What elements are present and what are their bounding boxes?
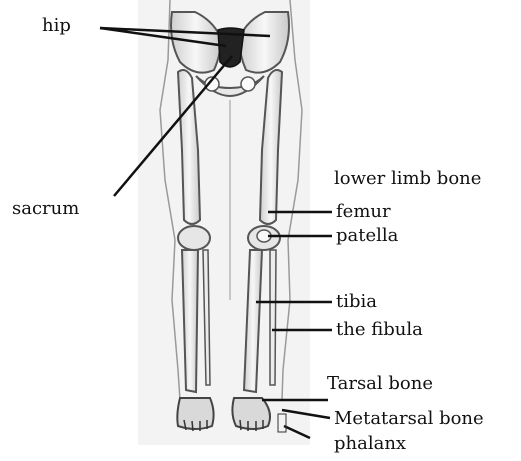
hip-label: hip (42, 17, 71, 35)
right-foot (232, 398, 270, 429)
left-foot (177, 398, 213, 429)
sacrum-label: sacrum (12, 200, 79, 218)
fibula-label: the fibula (336, 321, 423, 339)
right-fibula (270, 250, 276, 385)
femur-label: femur (336, 203, 391, 221)
patella-label: patella (336, 227, 398, 245)
lower-limb-bone-label: lower limb bone (334, 170, 481, 188)
right-obturator (241, 77, 255, 91)
tarsal-bone-label: Tarsal bone (327, 375, 433, 393)
left-knee (178, 226, 210, 250)
metatarsal-bone-label: Metatarsal bone (334, 410, 484, 428)
phalanx-label: phalanx (334, 435, 406, 453)
tibia-label: tibia (336, 293, 377, 311)
